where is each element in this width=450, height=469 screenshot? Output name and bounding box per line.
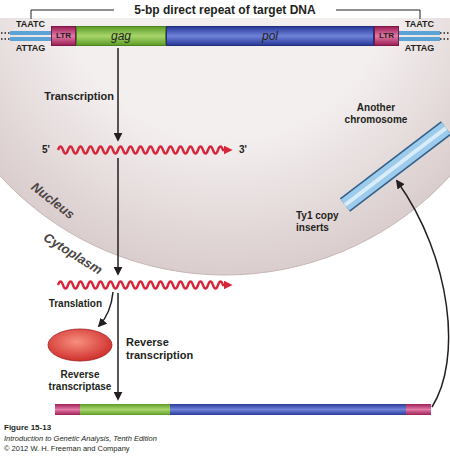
compartment-label: Cytoplasm	[35, 226, 111, 281]
enzyme-shape	[38, 327, 122, 367]
base-sequence: TAATC	[399, 19, 440, 29]
cdna-ltr	[55, 404, 80, 415]
base-sequence: ATTAG	[10, 43, 51, 53]
repeat-box: LTR	[374, 26, 399, 46]
base-sequence: TAATC	[10, 19, 51, 29]
tube-body	[345, 128, 446, 205]
repeat-heading: 5-bp direct repeat of target DNA	[95, 3, 355, 17]
enzyme-oval: Reverse transcriptase	[38, 327, 122, 397]
process-arrow	[117, 48, 119, 140]
repeat-box: LTR	[51, 26, 76, 46]
compartment-label: Nucleus	[20, 172, 86, 228]
chromosome-label: Another chromosome	[334, 102, 418, 126]
dna-continuation	[440, 38, 449, 40]
cdna-gene	[80, 404, 170, 415]
nucleus-region	[0, 18, 450, 275]
gene-name: pol	[262, 29, 278, 43]
dna-continuation	[440, 32, 449, 34]
step-label: Translation	[36, 298, 102, 310]
step-label: Ty1 copy inserts	[296, 210, 350, 234]
source-line: Introduction to Genetic Analysis, Tenth …	[4, 434, 324, 444]
gene-name: gag	[111, 29, 131, 43]
figure-number: Figure 15-13	[4, 423, 224, 433]
process-arrow	[117, 293, 119, 399]
export-arrow	[117, 158, 119, 274]
enzyme-oval-shape	[48, 329, 112, 361]
dna-continuation	[1, 38, 10, 40]
coding-box: pol	[166, 26, 374, 46]
cdna-gene	[170, 404, 406, 415]
enzyme-label: Reverse transcriptase	[38, 369, 122, 393]
dna-continuation	[1, 32, 10, 34]
step-label: Transcription	[20, 90, 114, 103]
element-name: LTR	[379, 31, 394, 41]
cdna-ltr	[406, 404, 431, 415]
base-sequence: ATTAG	[399, 43, 440, 53]
chromosome: Another chromosome	[330, 100, 450, 212]
tube-highlight	[345, 128, 446, 205]
target-dna: TAATC ATTAG	[399, 19, 440, 53]
element-name: LTR	[56, 31, 71, 41]
rna-wave	[58, 147, 229, 154]
insertion-arrow	[397, 181, 449, 407]
rna-wave	[58, 282, 229, 289]
copyright-line: © 2012 W. H. Freeman and Company	[4, 444, 324, 454]
step-label: Reverse transcription	[126, 336, 206, 362]
target-dna: TAATC ATTAG	[10, 19, 51, 53]
tube-outline	[345, 128, 446, 205]
coding-box: gag	[76, 26, 166, 46]
end-mark: 3'	[239, 144, 253, 156]
end-mark: 5'	[42, 144, 56, 156]
